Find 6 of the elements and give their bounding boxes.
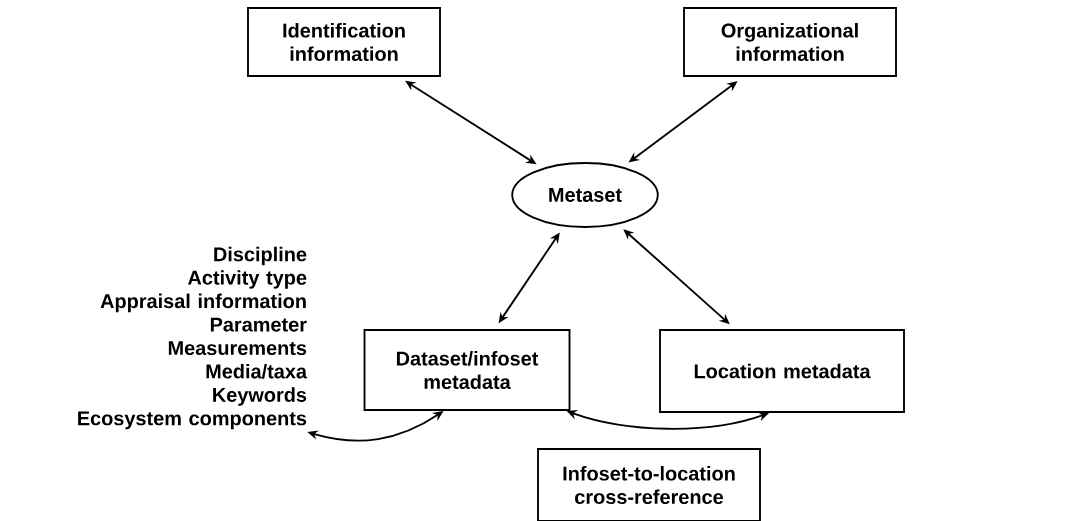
- process-box: Identification information: [247, 7, 441, 77]
- process-box: Infoset-to-location cross-reference: [537, 448, 761, 521]
- process-box: Location metadata: [659, 329, 905, 413]
- attribute-list: Discipline Activity type Appraisal information Parameter Measurements Media/taxa Keywords Ecosystem components: [78, 246, 308, 430]
- process-box: Dataset/infoset metadata: [363, 329, 571, 411]
- process-box: Organizational information: [683, 7, 897, 77]
